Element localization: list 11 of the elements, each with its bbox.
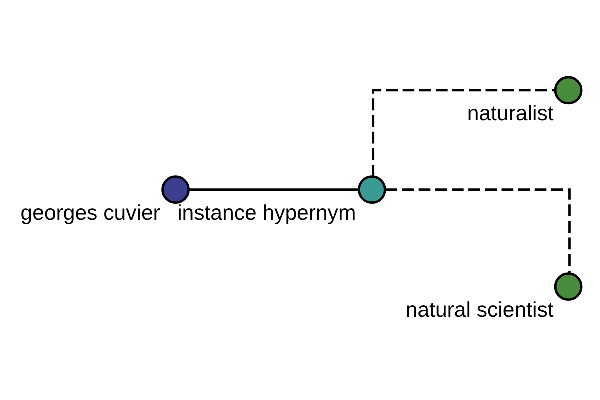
node-label: natural scientist: [406, 297, 554, 322]
node-label: instance hypernym: [178, 200, 356, 224]
node-label: naturalist: [467, 101, 554, 126]
connector: [386, 188, 571, 273]
node-label: georges cuvier: [20, 200, 160, 224]
node-circle: [358, 175, 386, 204]
node-circle: [554, 76, 583, 104]
node-circle: [554, 272, 583, 301]
connector: [372, 88, 556, 176]
node-circle: [162, 175, 190, 204]
connector: [189, 188, 360, 191]
